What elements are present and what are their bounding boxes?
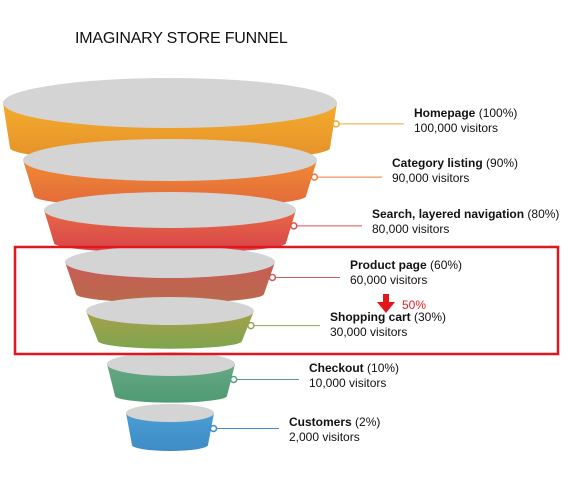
- connector-dot: [290, 222, 298, 230]
- stage-label: Search, layered navigation (80%) 80,000 v…: [372, 207, 559, 237]
- stage-name: Customers: [289, 415, 352, 429]
- down-arrow-icon: [383, 294, 389, 303]
- stage-visitors: 10,000 visitors: [309, 376, 387, 390]
- stage-percent: (10%): [363, 361, 400, 375]
- stage-visitors: 100,000 visitors: [414, 121, 499, 135]
- connector-dot: [209, 424, 218, 433]
- stage-label: Product page (60%)60,000 visitors: [350, 258, 462, 288]
- funnel-layer-top: [86, 297, 254, 325]
- stage-name: Search, layered navigation: [372, 207, 525, 221]
- stage-name: Homepage: [414, 106, 476, 120]
- stage-name: Category listing: [392, 156, 483, 170]
- stage-name: Checkout: [309, 361, 364, 375]
- connector-dot: [247, 321, 255, 330]
- highlight-box: [13, 245, 560, 356]
- stage-visitors: 60,000 visitors: [350, 273, 428, 287]
- funnel-layer-top: [107, 352, 235, 376]
- stage-visitors: 2,000 visitors: [289, 430, 360, 444]
- stage-percent: (30%): [410, 310, 447, 324]
- stage-name: Shopping cart: [330, 310, 411, 324]
- stage-label: Checkout (10%)10,000 visitors: [309, 361, 399, 391]
- connector-dot: [310, 173, 319, 181]
- stage-percent: (90%): [482, 156, 519, 170]
- connector-dot: [332, 120, 340, 128]
- stage-percent: (100%): [475, 106, 518, 120]
- stage-visitors: 90,000 visitors: [392, 171, 470, 185]
- stage-label: Customers (2%)2,000 visitors: [289, 415, 380, 445]
- stage-visitors: 80,000 visitors: [372, 222, 450, 236]
- conversion-drop-label: 50%: [402, 298, 427, 312]
- stage-percent: (80%): [524, 207, 560, 221]
- stage-label: Category listing (90%) 90,000 visitors: [392, 156, 518, 186]
- funnel-layer-top: [23, 139, 317, 181]
- stage-visitors: 30,000 visitors: [330, 325, 408, 339]
- funnel-layer-body: [126, 413, 214, 451]
- down-arrow-icon: [377, 302, 395, 313]
- funnel-layer-top: [126, 404, 214, 422]
- connector-dot: [268, 273, 277, 282]
- diagram-title: IMAGINARY STORE FUNNEL: [75, 30, 288, 47]
- funnel-layer-top: [44, 192, 296, 228]
- stage-percent: (2%): [351, 415, 381, 429]
- stage-label: Shopping cart (30%)30,000 visitors: [330, 310, 446, 340]
- stage-name: Product page: [350, 258, 427, 272]
- stage-label: Homepage (100%)100,000 visitors: [414, 106, 517, 136]
- funnel-layer-top: [3, 78, 337, 128]
- stage-percent: (60%): [426, 258, 463, 272]
- connector-dot: [229, 375, 238, 384]
- funnel-layer-top: [65, 246, 275, 278]
